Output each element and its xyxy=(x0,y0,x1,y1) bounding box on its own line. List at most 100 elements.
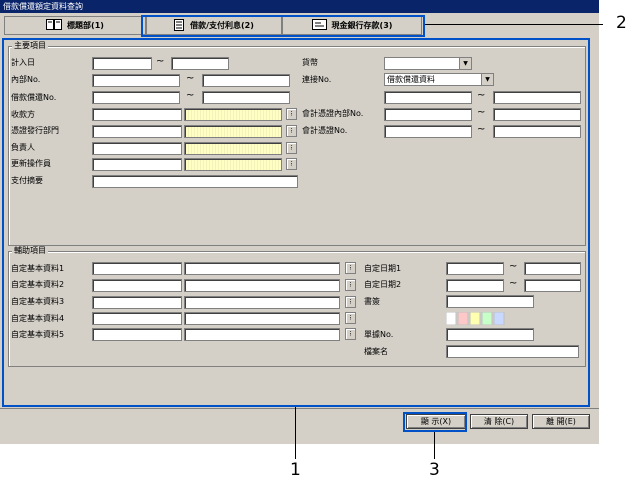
acct-voucher-internal-no-to-input[interactable] xyxy=(493,108,581,121)
updater-name-input xyxy=(184,158,282,171)
custom-date-2-from-input[interactable] xyxy=(446,279,504,292)
person-lookup-button[interactable]: ⁝ xyxy=(286,142,297,154)
callout-box-3 xyxy=(403,412,467,432)
custom-5-lookup-button[interactable]: ⁝ xyxy=(345,328,356,340)
range-tilde: ~ xyxy=(186,73,195,84)
custom-3-name-input[interactable] xyxy=(184,296,340,309)
label-custom-5: 自定基本資料5 xyxy=(11,330,65,339)
internal-no-from-input[interactable] xyxy=(92,74,180,87)
tab-header[interactable]: 標題部(1) xyxy=(4,16,146,35)
person-code-input[interactable] xyxy=(92,142,182,155)
entry-date-to-input[interactable] xyxy=(171,57,229,70)
custom-5-name-input[interactable] xyxy=(184,328,340,341)
custom-2-lookup-button[interactable]: ⁝ xyxy=(345,279,356,291)
person-name-input xyxy=(184,142,282,155)
link-no-value: 借款償還資料 xyxy=(387,75,435,84)
label-entry-date: 計入日 xyxy=(11,58,35,67)
label-custom-4: 自定基本資料4 xyxy=(11,314,65,323)
label-custom-2: 自定基本資料2 xyxy=(11,280,65,289)
voucher-dept-lookup-button[interactable]: ⁝ xyxy=(286,125,297,137)
updater-lookup-button[interactable]: ⁝ xyxy=(286,158,297,170)
range-tilde: ~ xyxy=(509,278,518,289)
custom-1-name-input[interactable] xyxy=(184,262,340,275)
payment-summary-input[interactable] xyxy=(92,175,298,188)
loan-repay-no-from-input[interactable] xyxy=(92,91,180,104)
tab-label: 借款/支付利息(2) xyxy=(190,21,254,30)
voucher-no-input[interactable] xyxy=(446,328,534,341)
payee-code-input[interactable] xyxy=(92,108,182,121)
acct-voucher-no-from-input[interactable] xyxy=(384,125,472,138)
label-voucher-no: 單據No. xyxy=(364,330,394,339)
label-internal-no: 內部No. xyxy=(11,75,41,84)
label-voucher-dept: 憑證發行部門 xyxy=(11,126,59,135)
label-bookmark: 書簽 xyxy=(364,297,380,306)
label-loan-repay-no: 借款償還No. xyxy=(11,93,57,102)
link-no-from-input[interactable] xyxy=(384,91,472,104)
custom-date-1-from-input[interactable] xyxy=(446,262,504,275)
report-icon xyxy=(311,19,327,32)
custom-1-code-input[interactable] xyxy=(92,262,182,275)
label-updater: 更新操作員 xyxy=(11,159,51,168)
close-button[interactable]: 離 開(E) xyxy=(532,414,590,429)
custom-date-2-to-input[interactable] xyxy=(524,279,581,292)
callout-number-1: 1 xyxy=(290,460,301,480)
range-tilde: ~ xyxy=(477,107,486,118)
bookmark-input[interactable] xyxy=(446,295,534,308)
label-payee: 收款方 xyxy=(11,110,35,119)
chevron-down-icon: ▼ xyxy=(459,58,471,69)
voucher-dept-code-input[interactable] xyxy=(92,125,182,138)
callout-box-1 xyxy=(2,38,590,407)
clear-button[interactable]: 清 除(C) xyxy=(470,414,528,429)
custom-date-1-to-input[interactable] xyxy=(524,262,581,275)
book-icon xyxy=(46,19,63,32)
entry-date-from-input[interactable] xyxy=(92,57,152,70)
range-tilde: ~ xyxy=(186,90,195,101)
custom-4-code-input[interactable] xyxy=(92,312,182,325)
loan-repay-no-to-input[interactable] xyxy=(202,91,290,104)
custom-3-code-input[interactable] xyxy=(92,296,182,309)
label-currency: 貨幣 xyxy=(302,58,318,67)
main-items-frame xyxy=(8,46,586,246)
document-icon xyxy=(174,18,185,33)
leader-line-1 xyxy=(295,407,296,459)
range-tilde: ~ xyxy=(477,124,486,135)
label-file-name: 檔案名 xyxy=(364,347,388,356)
range-tilde: ~ xyxy=(156,56,165,67)
tab-label: 標題部(1) xyxy=(67,21,104,30)
tab-label: 現金銀行存款(3) xyxy=(331,21,393,30)
leader-line-2 xyxy=(425,24,603,25)
custom-2-name-input[interactable] xyxy=(184,279,340,292)
title-bar: 借款償還額定資料查詢 xyxy=(0,0,599,13)
internal-no-to-input[interactable] xyxy=(202,74,290,87)
aux-items-frame xyxy=(8,251,586,367)
custom-3-lookup-button[interactable]: ⁝ xyxy=(345,296,356,308)
payee-lookup-button[interactable]: ⁝ xyxy=(286,108,297,120)
acct-voucher-internal-no-from-input[interactable] xyxy=(384,108,472,121)
label-custom-date-1: 自定日期1 xyxy=(364,264,402,273)
custom-5-code-input[interactable] xyxy=(92,328,182,341)
chevron-down-icon: ▼ xyxy=(481,74,493,85)
custom-4-name-input[interactable] xyxy=(184,312,340,325)
range-tilde: ~ xyxy=(509,261,518,272)
range-tilde: ~ xyxy=(477,90,486,101)
acct-voucher-no-to-input[interactable] xyxy=(493,125,581,138)
label-person-in-charge: 負責人 xyxy=(11,143,35,152)
file-name-input[interactable] xyxy=(446,345,579,358)
panel-divider xyxy=(0,408,599,409)
leader-line-3 xyxy=(434,432,435,459)
voucher-dept-name-input xyxy=(184,125,282,138)
color-swatches[interactable] xyxy=(445,311,514,326)
link-no-select[interactable]: 借款償還資料 ▼ xyxy=(384,73,494,86)
payee-name-input xyxy=(184,108,282,121)
currency-select[interactable]: ▼ xyxy=(384,57,472,70)
link-no-to-input[interactable] xyxy=(493,91,581,104)
updater-code-input[interactable] xyxy=(92,158,182,171)
custom-2-code-input[interactable] xyxy=(92,279,182,292)
main-items-legend: 主要項目 xyxy=(12,41,48,50)
custom-4-lookup-button[interactable]: ⁝ xyxy=(345,312,356,324)
callout-box-2 xyxy=(141,15,425,37)
label-acct-voucher-no: 會計憑證No. xyxy=(302,126,348,135)
callout-number-2: 2 xyxy=(616,13,627,33)
aux-items-legend: 輔助項目 xyxy=(12,246,48,255)
custom-1-lookup-button[interactable]: ⁝ xyxy=(345,262,356,274)
